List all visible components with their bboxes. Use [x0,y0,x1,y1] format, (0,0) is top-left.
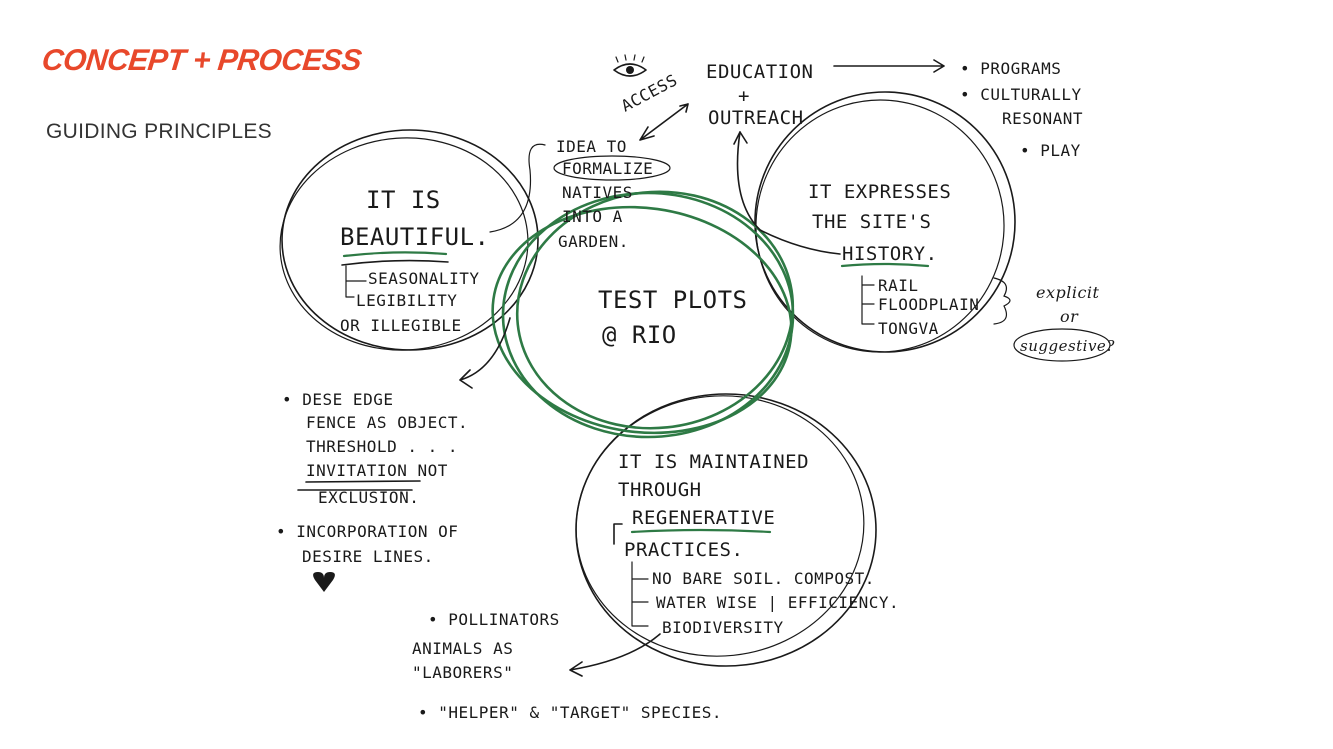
history-item-3: TONGVA [878,319,939,338]
beautiful-underline-ink [341,259,449,266]
idea-line-4: INTO A [562,207,623,226]
edge-line-4: INVITATION NOT [306,461,448,480]
access-label: ACCESS [618,70,681,115]
edge-line-3: THRESHOLD . . . [306,437,458,456]
maintained-line-4: PRACTICES. [624,539,743,561]
maintained-line-3: REGENERATIVE [632,507,775,529]
eye-icon [613,54,647,77]
suggestive-oval [1013,328,1111,362]
center-text-line1: TEST PLOTS [598,286,748,314]
education-plus: + [738,85,750,107]
maintained-item-1: NO BARE SOIL. COMPOST. [652,569,875,588]
idea-connector [489,143,546,233]
maintained-line-2: THROUGH [618,479,702,501]
desire-line-2: DESIRE LINES. [302,547,434,566]
center-text-line2: @ RIO [602,321,677,349]
programs-item-3: RESONANT [1002,109,1083,128]
history-brace [993,277,1011,325]
beautiful-item-1: SEASONALITY [368,269,479,288]
idea-line-1: IDEA TO [556,137,627,156]
access-arrow [639,103,689,141]
programs-item-2: • CULTURALLY [960,85,1082,104]
history-bracket [861,275,875,325]
history-circle [754,91,1016,353]
beautiful-circle [279,129,539,351]
beautiful-underline [342,251,448,258]
outreach-label: OUTREACH [708,107,804,129]
maintained-item-3: BIODIVERSITY [662,618,784,637]
beautiful-item-2: LEGIBILITY [356,291,457,310]
history-side-1: explicit [1036,283,1100,302]
history-line-2: THE SITE'S [812,211,931,233]
regenerative-underline [630,528,772,534]
edge-line-2: FENCE AS OBJECT. [306,413,468,432]
maintained-circle [575,393,877,667]
outreach-connector [736,131,841,255]
edge-line-1: • DESE EDGE [282,390,393,409]
animals-species: • "HELPER" & "TARGET" SPECIES. [418,703,722,722]
invitation-underline [305,480,421,483]
biodiversity-arrow [569,633,661,677]
history-side-2: or [1060,307,1079,326]
animals-line-1: • POLLINATORS [428,610,560,629]
history-line-1: IT EXPRESSES [808,181,951,203]
history-item-1: RAIL [878,276,919,295]
programs-item-4: • PLAY [1020,141,1081,160]
beautiful-line2: BEAUTIFUL. [340,223,490,251]
beautiful-line1: IT IS [366,186,441,214]
edge-arrow [459,317,511,389]
education-arrow [833,59,945,73]
history-item-2: FLOODPLAIN [878,295,979,314]
idea-line-2: FORMALIZE [562,159,653,178]
animals-line-3: "LABORERS" [412,663,513,682]
animals-line-2: ANIMALS AS [412,639,513,658]
heart-icon [313,572,335,592]
beautiful-item-3: OR ILLEGIBLE [340,316,462,335]
idea-line-3: NATIVES [562,183,633,202]
maintained-bracket [631,561,649,627]
history-side-3: suggestive? [1020,337,1115,355]
slide-subtitle: GUIDING PRINCIPLES [46,120,272,143]
desire-line-1: • INCORPORATION OF [276,522,458,541]
edge-line-5: EXCLUSION. [318,488,419,507]
education-label: EDUCATION [706,61,813,83]
history-underline [840,262,930,268]
test-plots-circle [491,190,795,439]
history-line-3: HISTORY. [842,243,938,265]
programs-item-1: • PROGRAMS [960,59,1061,78]
formalize-oval [553,155,671,181]
beautiful-bracket [345,265,367,298]
maintained-line-1: IT IS MAINTAINED [618,451,809,473]
idea-line-5: GARDEN. [558,232,629,251]
maintained-item-2: WATER WISE | EFFICIENCY. [656,593,899,612]
